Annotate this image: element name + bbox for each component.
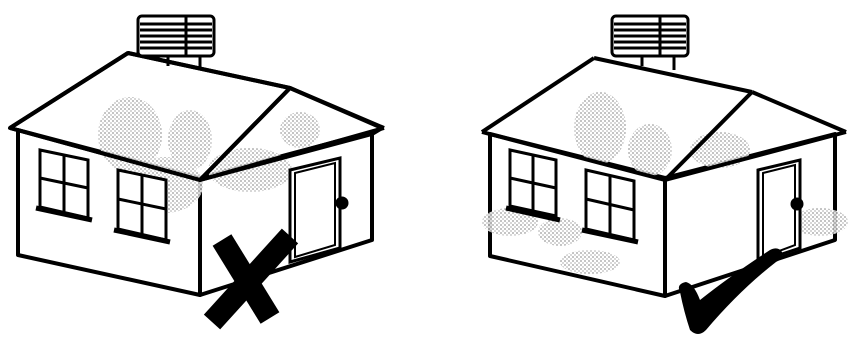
evaporative-cooler-unit (612, 16, 688, 70)
house-correct (482, 16, 848, 334)
window-left-2 (114, 170, 170, 242)
window-open-1 (506, 150, 560, 220)
window-left-1 (36, 150, 92, 220)
house-incorrect (10, 16, 384, 322)
window-open-2 (582, 170, 638, 242)
evaporative-cooler-unit (138, 16, 214, 68)
door (290, 158, 347, 262)
door (758, 160, 802, 262)
